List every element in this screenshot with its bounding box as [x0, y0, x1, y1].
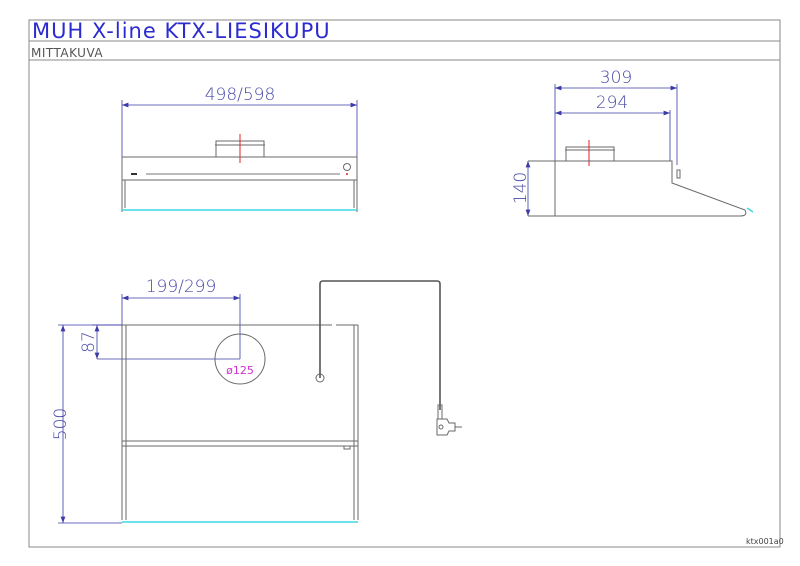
- drawing-code: ktx001a0: [746, 537, 784, 546]
- side-view: 309 294 140: [511, 68, 754, 217]
- front-view: 498/598: [121, 85, 358, 212]
- drawing-title: MUH X-line KTX-LIESIKUPU: [32, 19, 331, 43]
- height-label: 140: [511, 172, 531, 204]
- drawing-subtitle: MITTAKUVA: [31, 46, 103, 60]
- outlet-circle: [214, 333, 266, 385]
- width-dimension-label: 498/598: [205, 85, 276, 105]
- outlet-diameter-label: ø125: [226, 364, 254, 377]
- plug-icon: [436, 404, 462, 436]
- depth-outer-label: 309: [600, 68, 632, 88]
- depth-label: 500: [51, 408, 71, 440]
- power-cord: [319, 280, 441, 410]
- top-view: 199/299 87 500 ø125: [51, 277, 462, 524]
- outlet-offset-x-label: 199/299: [146, 277, 217, 297]
- brand-logo: [131, 173, 137, 175]
- outlet-offset-y-label: 87: [79, 331, 99, 353]
- control-knob-icon: [343, 163, 351, 171]
- light-strip: [146, 173, 340, 175]
- drawing-frame: [28, 19, 781, 548]
- depth-inner-label: 294: [596, 93, 628, 113]
